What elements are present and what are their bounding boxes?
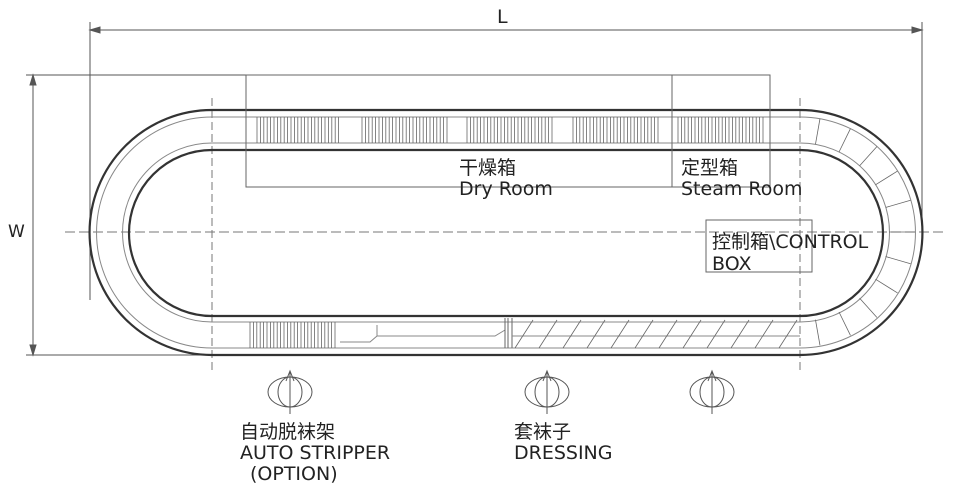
width-label: W [8,222,25,242]
dry-room-cn: 干燥箱 [459,157,517,179]
length-label: L [497,6,508,28]
auto-stripper-en: AUTO STRIPPER [240,442,391,464]
diagonal-hatching [514,319,798,349]
control-box-line2: BOX [712,253,752,275]
auto-stripper-label: 自动脱袜架 AUTO STRIPPER (OPTION) [240,422,390,485]
rod-block [677,117,764,143]
rod-block [249,322,336,348]
rod-block [466,117,553,143]
spindle-icon [689,369,735,414]
control-box-label: 控制箱\CONTROL BOX [712,231,868,275]
dressing-en: DRESSING [514,442,613,464]
steam-room-label: 定型箱 Steam Room [681,158,803,200]
dressing-cn: 套袜子 [514,421,572,443]
steam-room-box [671,74,771,188]
auto-stripper-note: (OPTION) [250,463,338,485]
auto-stripper-cn: 自动脱袜架 [240,421,336,443]
control-box-line1: 控制箱\CONTROL [712,231,869,253]
turn-marks [815,118,915,346]
dressing-label: 套袜子 DRESSING [514,422,613,464]
dry-room-en: Dry Room [459,178,553,200]
steam-room-cn: 定型箱 [681,157,739,179]
spindle-icon [524,369,570,414]
rod-block [361,117,448,143]
spindle-icon [267,369,313,414]
conveyor-track [88,108,924,357]
control-box [705,219,813,273]
steam-room-en: Steam Room [681,178,803,200]
rod-block [256,117,340,143]
rod-block [572,117,659,143]
dry-room-label: 干燥箱 Dry Room [459,158,553,200]
